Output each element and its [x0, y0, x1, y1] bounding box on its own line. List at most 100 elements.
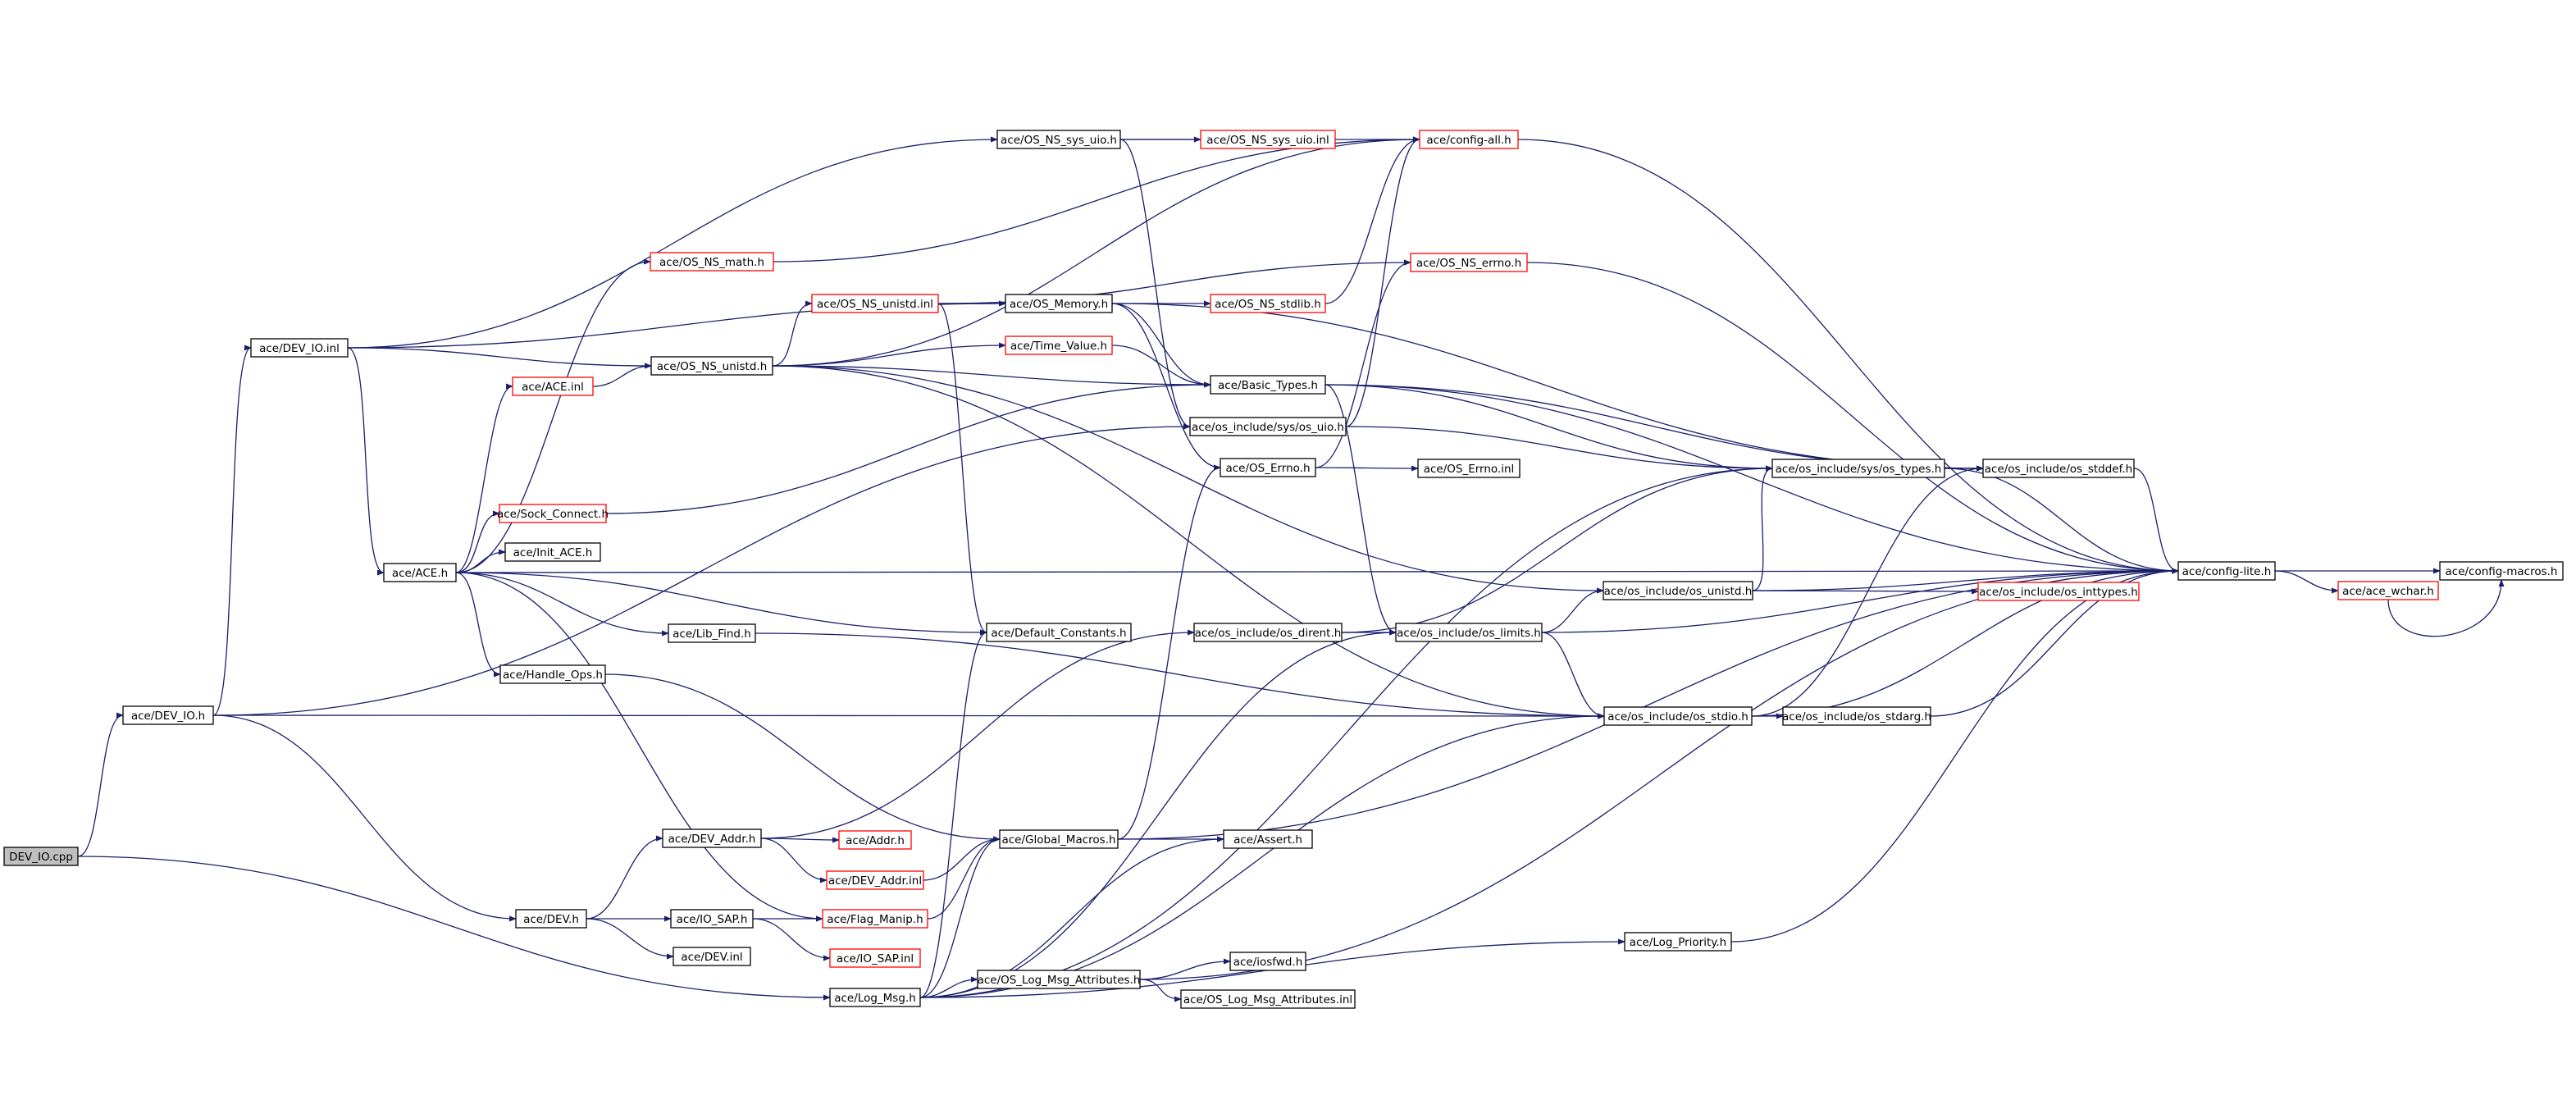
node-ace_wchar_h[interactable]: ace/ace_wchar.h	[2337, 581, 2439, 600]
node-os_include_os_dirent_h[interactable]: ace/os_include/os_dirent.h	[1193, 623, 1343, 642]
node-box	[838, 830, 912, 850]
node-os_ns_stdlib_h[interactable]: ace/OS_NS_stdlib.h	[1210, 294, 1326, 313]
node-iosfwd_h[interactable]: ace/iosfwd.h	[1229, 952, 1306, 971]
node-box	[122, 705, 214, 725]
node-os_include_os_unistd_h[interactable]: ace/os_include/os_unistd.h	[1603, 581, 1753, 600]
node-dev_io_inl[interactable]: ace/DEV_IO.inl	[250, 338, 349, 358]
node-box	[650, 252, 774, 272]
node-global_macros_h[interactable]: ace/Global_Macros.h	[999, 829, 1119, 849]
edge-os_ns_stdlib_h-to-config_all_h	[1324, 136, 1420, 304]
node-os_ns_unistd_inl[interactable]: ace/OS_NS_unistd.inl	[811, 294, 939, 313]
node-box	[1180, 989, 1356, 1009]
node-label: ace/Time_Value.h	[1010, 340, 1107, 353]
node-log_priority_h[interactable]: ace/Log_Priority.h	[1624, 932, 1732, 952]
node-os_include_sys_os_types_h[interactable]: ace/os_include/sys/os_types.h	[1771, 459, 1945, 478]
edge-dev_addr_h-to-dev_addr_inl	[760, 838, 828, 883]
node-dev_addr_inl[interactable]: ace/DEV_Addr.inl	[826, 870, 924, 890]
node-default_constants_h[interactable]: ace/Default_Constants.h	[986, 623, 1132, 642]
node-label: ace/Init_ACE.h	[513, 546, 593, 559]
node-os_include_os_stdio_h[interactable]: ace/os_include/os_stdio.h	[1603, 706, 1753, 726]
node-dev_h[interactable]: ace/DEV.h	[515, 909, 587, 929]
node-label: ace/IO_SAP.h	[677, 913, 748, 926]
edge-dev_h-to-dev_inl	[586, 918, 674, 960]
node-label: ace/OS_NS_sys_uio.h	[1001, 134, 1117, 147]
node-config_lite_h[interactable]: ace/config-lite.h	[2177, 561, 2276, 581]
edge-os_ns_math_h-to-config_all_h	[773, 136, 1420, 262]
node-os_memory_h[interactable]: ace/OS_Memory.h	[1005, 294, 1113, 313]
node-os_log_msg_attributes_inl[interactable]: ace/OS_Log_Msg_Attributes.inl	[1180, 989, 1356, 1009]
edge-os_log_msg_attributes_h-to-iosfwd_h	[1139, 958, 1231, 980]
edge-flag_manip_h-to-global_macros_h	[927, 836, 1001, 920]
edge-time_value_h-to-basic_types_h	[1111, 345, 1211, 388]
node-box	[1189, 417, 1347, 436]
node-label: ace/Basic_Types.h	[1218, 379, 1318, 392]
node-addr_h[interactable]: ace/Addr.h	[838, 830, 912, 850]
edge-os_ns_sys_uio_h-to-os_include_sys_os_uio_h	[1119, 139, 1191, 430]
node-init_ace_h[interactable]: ace/Init_ACE.h	[504, 542, 601, 562]
node-os_ns_errno_h[interactable]: ace/OS_NS_errno.h	[1410, 253, 1528, 272]
node-os_ns_sys_uio_inl[interactable]: ace/OS_NS_sys_uio.inl	[1200, 130, 1336, 149]
node-box	[383, 563, 457, 582]
node-flag_manip_h[interactable]: ace/Flag_Manip.h	[822, 909, 928, 929]
node-os_errno_inl[interactable]: ace/OS_Errno.inl	[1417, 459, 1521, 478]
node-ace_h[interactable]: ace/ACE.h	[383, 563, 457, 582]
node-config_all_h[interactable]: ace/config-all.h	[1419, 130, 1519, 149]
node-root[interactable]: DEV_IO.cpp	[3, 847, 79, 866]
node-label: ace/Log_Msg.h	[834, 992, 916, 1005]
edge-os_ns_unistd_inl-to-default_constants_h	[937, 303, 987, 636]
node-box	[672, 947, 751, 966]
edge-dev_addr_h-to-os_include_os_dirent_h	[760, 629, 1195, 839]
node-handle_ops_h[interactable]: ace/Handle_Ops.h	[499, 664, 606, 684]
node-os_errno_h[interactable]: ace/OS_Errno.h	[1220, 458, 1316, 477]
node-os_ns_sys_uio_h[interactable]: ace/OS_NS_sys_uio.h	[996, 130, 1121, 149]
node-label: ace/OS_NS_math.h	[659, 256, 764, 269]
node-config_macros_h[interactable]: ace/config-macros.h	[2439, 561, 2564, 581]
node-io_sap_inl[interactable]: ace/IO_SAP.inl	[829, 948, 921, 968]
node-box	[1977, 582, 2140, 601]
node-dev_inl[interactable]: ace/DEV.inl	[672, 947, 751, 966]
node-io_sap_h[interactable]: ace/IO_SAP.h	[670, 909, 754, 929]
node-os_include_os_stdarg_h[interactable]: ace/os_include/os_stdarg.h	[1782, 706, 1931, 726]
edge-os_ns_unistd_h-to-basic_types_h	[772, 365, 1211, 388]
node-box	[1210, 294, 1326, 313]
edge-os_errno_h-to-os_ns_errno_h	[1315, 259, 1411, 468]
node-box	[504, 542, 601, 562]
edge-os_memory_h-to-basic_types_h	[1111, 303, 1211, 388]
node-os_ns_unistd_h[interactable]: ace/OS_NS_unistd.h	[650, 356, 773, 376]
edge-os_ns_unistd_h-to-time_value_h	[772, 342, 1006, 367]
node-assert_h[interactable]: ace/Assert.h	[1223, 829, 1313, 849]
node-time_value_h[interactable]: ace/Time_Value.h	[1005, 335, 1113, 355]
node-box	[1229, 952, 1306, 971]
node-log_msg_h[interactable]: ace/Log_Msg.h	[829, 988, 921, 1007]
node-label: ace/OS_NS_sys_uio.inl	[1206, 134, 1329, 147]
node-os_include_os_stddef_h[interactable]: ace/os_include/os_stddef.h	[1982, 459, 2135, 478]
node-box	[1417, 459, 1521, 478]
node-os_ns_math_h[interactable]: ace/OS_NS_math.h	[650, 252, 774, 272]
edge-os_include_sys_os_uio_h-to-os_include_sys_os_types_h	[1345, 426, 1773, 472]
edge-ace_h-to-sock_connect_h	[455, 510, 500, 573]
edge-dev_addr_inl-to-global_macros_h	[923, 836, 1001, 881]
node-box	[1603, 706, 1753, 726]
node-os_include_sys_os_uio_h[interactable]: ace/os_include/sys/os_uio.h	[1189, 417, 1347, 436]
node-ace_inl[interactable]: ace/ACE.inl	[512, 377, 594, 396]
edge-dev_io_h-to-os_include_os_stdio_h	[212, 713, 1605, 719]
node-dev_addr_h[interactable]: ace/DEV_Addr.h	[662, 828, 762, 848]
node-label: ace/ACE.h	[392, 567, 448, 580]
edge-log_msg_h-to-os_include_os_limits_h	[919, 629, 1397, 998]
edge-os_ns_unistd_h-to-config_all_h	[772, 136, 1420, 367]
node-os_include_os_inttypes_h[interactable]: ace/os_include/os_inttypes.h	[1977, 582, 2140, 601]
node-box	[1771, 459, 1945, 478]
node-box	[512, 377, 594, 396]
node-os_log_msg_attributes_h[interactable]: ace/OS_Log_Msg_Attributes.h	[977, 970, 1141, 989]
node-sock_connect_h[interactable]: ace/Sock_Connect.h	[497, 504, 609, 523]
node-lib_find_h[interactable]: ace/Lib_Find.h	[668, 623, 756, 643]
node-basic_types_h[interactable]: ace/Basic_Types.h	[1210, 375, 1326, 395]
node-label: ace/Addr.h	[846, 834, 905, 847]
node-dev_io_h[interactable]: ace/DEV_IO.h	[122, 705, 214, 725]
node-box	[1005, 335, 1113, 355]
node-box	[829, 948, 921, 968]
node-label: ace/os_include/os_stddef.h	[1985, 463, 2132, 476]
node-os_include_os_limits_h[interactable]: ace/os_include/os_limits.h	[1395, 623, 1543, 642]
edge-os_include_sys_os_types_h-to-config_lite_h	[1944, 468, 2179, 574]
edge-os_ns_errno_h-to-config_lite_h	[1526, 262, 2179, 574]
